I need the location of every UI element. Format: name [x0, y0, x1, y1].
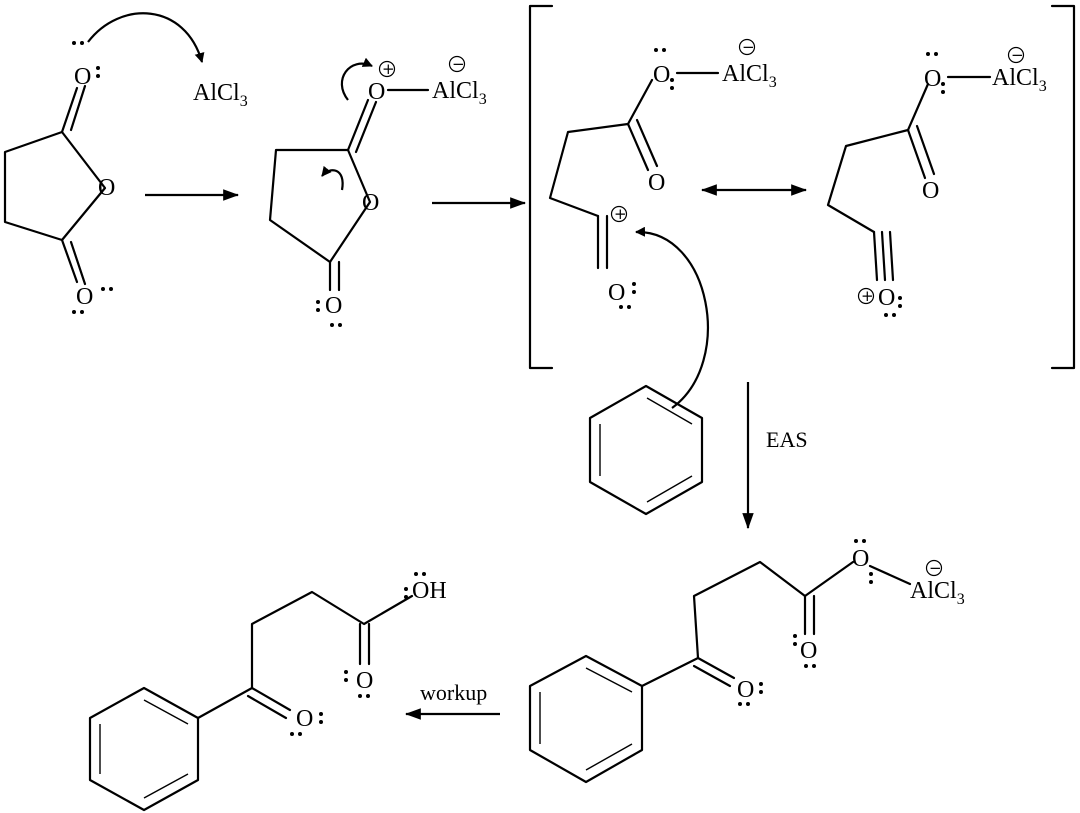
plus-charge [378, 60, 396, 78]
svg-text:AlCl3: AlCl3 [432, 78, 487, 108]
svg-text:+: + [861, 287, 874, 305]
curved-arrow-to-alcl3 [87, 12, 205, 63]
atom-o-ketone: O [737, 677, 754, 703]
bracket-left [528, 4, 554, 370]
svg-text:−: − [1011, 46, 1024, 64]
atom-o-carbonyl: O [922, 178, 939, 204]
svg-text:AlCl3: AlCl3 [722, 61, 777, 91]
lone-pairs [72, 41, 113, 314]
curved-arrow-bond-to-oxygen [340, 57, 373, 101]
svg-text:+: + [614, 205, 627, 223]
alcl3-reagent: AlCl3 [193, 80, 248, 110]
acylium-resonance-b: O O O + − AlCl3 [826, 46, 1047, 317]
atom-o-ring: O [362, 190, 379, 216]
svg-text:−: − [929, 559, 942, 577]
atom-o-acylium: O [608, 280, 625, 306]
succinic-anhydride: O O O AlCl3 [3, 12, 248, 314]
atom-o-acylium: O [878, 285, 895, 311]
minus-charge [448, 55, 466, 73]
atom-o-coordinated: O [852, 546, 869, 572]
acylium-resonance-a: O O O + − AlCl3 [548, 38, 777, 309]
atom-o-ketone: O [296, 706, 313, 732]
svg-text:−: − [452, 55, 465, 73]
atom-oh: OH [412, 578, 447, 604]
atom-o-carbonyl-bottom: O [325, 293, 342, 319]
svg-text:−: − [742, 38, 755, 56]
lone-pairs [884, 52, 945, 317]
benzene-nucleophile [588, 226, 709, 516]
atom-o-coordinated: O [924, 66, 941, 92]
atom-o-carbonyl: O [648, 170, 665, 196]
eas-label: EAS [766, 427, 808, 452]
curved-arrow-ring-opening [321, 165, 344, 191]
atom-o-carbonyl-top: O [74, 64, 91, 90]
lone-pairs [738, 539, 873, 706]
svg-text:+: + [382, 60, 395, 78]
workup-label: workup [420, 680, 487, 705]
atom-o-ring: O [98, 175, 115, 201]
svg-text:AlCl3: AlCl3 [193, 80, 248, 110]
svg-text:AlCl3: AlCl3 [992, 65, 1047, 95]
atom-o-carbonyl-acid: O [800, 638, 817, 664]
atom-o-carbonyl-acid: O [356, 668, 373, 694]
keto-acid-alcl3-complex: O O O − AlCl3 [528, 539, 965, 784]
atom-o-carbonyl-bottom: O [76, 284, 93, 310]
lone-pairs [290, 572, 426, 736]
svg-text:AlCl3: AlCl3 [910, 578, 965, 608]
atom-o-coordinated: O [653, 62, 670, 88]
atom-o-coordinated: O [368, 79, 385, 105]
keto-acid-product: OH O O [88, 572, 447, 812]
bracket-right [1050, 4, 1076, 370]
curved-arrow-benzene-attack [635, 226, 709, 409]
activated-anhydride: O O O + − AlCl3 [268, 55, 487, 327]
lone-pairs [619, 48, 674, 309]
lone-pairs [316, 300, 342, 327]
